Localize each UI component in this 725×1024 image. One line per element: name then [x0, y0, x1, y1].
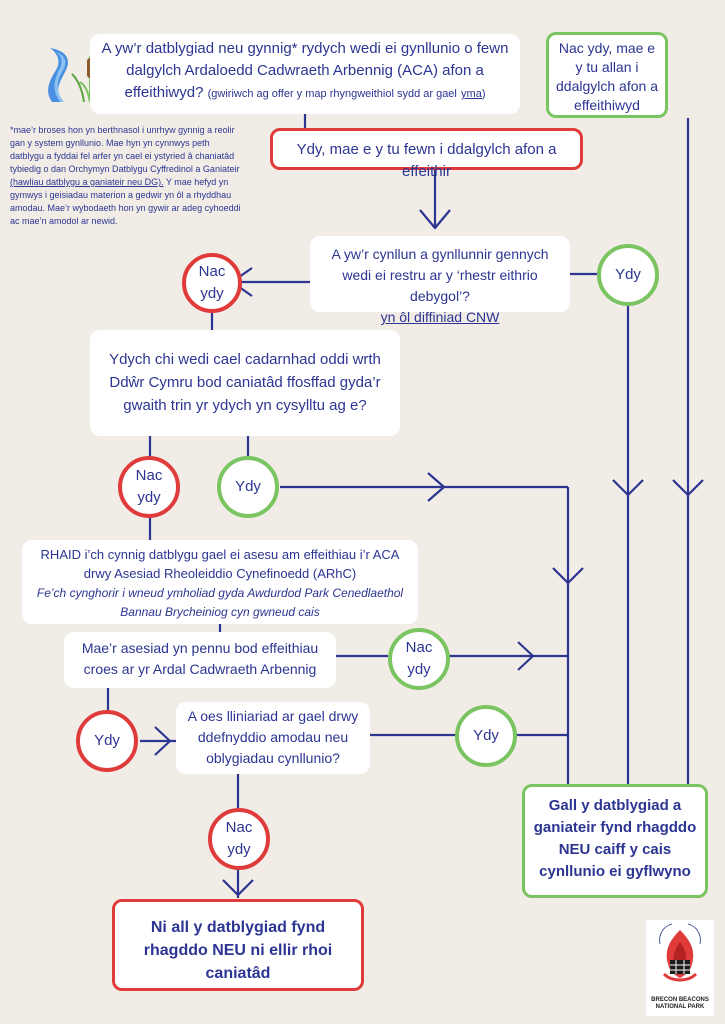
- footnote-text: *mae’r broses hon yn berthnasol i unrhyw…: [10, 125, 240, 174]
- national-park-logo: BRECON BEACONS NATIONAL PARK: [646, 920, 714, 1016]
- question-welsh-water-text: Ydych chi wedi cael cadarnhad oddi wrth …: [109, 351, 381, 414]
- answer-no-label: Nac ydy: [225, 819, 253, 858]
- outcome-inside-catchment: Ydy, mae e y tu fewn i ddalgylch afon a …: [270, 128, 583, 180]
- answer-no-label: Nac ydy: [135, 467, 163, 506]
- habitats-assessment-advice: Fe’ch cynghorir i wneud ymholiad gyda Aw…: [36, 586, 404, 619]
- map-link[interactable]: yma: [461, 88, 482, 100]
- habitats-assessment-required: RHAID i’ch cynnig datblygu gael ei asesu…: [22, 540, 418, 624]
- answer-yes-label: Ydy: [473, 727, 499, 744]
- question-sac-catchment: A yw’r datblygiad neu gynnig* rydych wed…: [90, 34, 520, 114]
- outcome-cannot-proceed-text: Ni all y datblygiad fynd rhagddo NEU ni …: [143, 919, 333, 982]
- map-hint-end: ): [481, 88, 486, 100]
- question-exemption-list: A yw’r cynllun a gynllunnir gennych wedi…: [310, 236, 570, 325]
- park-emblem-icon: [659, 923, 701, 982]
- answer-no-welsh-water: Nac ydy: [118, 456, 180, 518]
- map-hint: (gwiriwch ag offer y map rhyngweithiol s…: [207, 88, 457, 100]
- question-adverse-effects: Mae’r asesiad yn pennu bod effeithiau cr…: [64, 632, 336, 688]
- answer-no-mitigation: Nac ydy: [208, 808, 270, 870]
- question-adverse-text: Mae’r asesiad yn pennu bod effeithiau cr…: [81, 640, 319, 677]
- answer-yes-adverse: Ydy: [76, 710, 138, 772]
- question-sac-catchment-text: A yw’r datblygiad neu gynnig* rydych wed…: [101, 40, 509, 101]
- question-exemption-text: A yw’r cynllun a gynllunnir gennych wedi…: [331, 246, 549, 304]
- answer-yes-exemption: Ydy: [597, 244, 659, 306]
- answer-no-label: Nac ydy: [198, 263, 226, 302]
- answer-no-exemption: Nac ydy: [182, 253, 242, 313]
- question-mitigation-text: A oes lliniariad ar gael drwy ddefnyddio…: [187, 708, 359, 766]
- answer-no-adverse: Nac ydy: [388, 628, 450, 690]
- answer-yes-mitigation: Ydy: [455, 705, 517, 767]
- answer-yes-label: Ydy: [94, 732, 120, 749]
- logo-line-1: BRECON BEACONS: [651, 997, 709, 1003]
- outside-catchment-text: Nac ydy, mae e y tu allan i ddalgylch af…: [556, 40, 658, 113]
- outcome-cannot-proceed: Ni all y datblygiad fynd rhagddo NEU ni …: [112, 899, 364, 991]
- question-welsh-water-confirmation: Ydych chi wedi cael cadarnhad oddi wrth …: [90, 330, 400, 436]
- footnote-text-2: Y mae hefyd yn gymwys i geisiadau materi…: [10, 177, 241, 226]
- answer-no-label: Nac ydy: [405, 639, 433, 678]
- inside-catchment-text: Ydy, mae e y tu fewn i ddalgylch afon a …: [296, 141, 557, 180]
- footnote: *mae’r broses hon yn berthnasol i unrhyw…: [10, 124, 242, 228]
- logo-line-2: NATIONAL PARK: [655, 1004, 705, 1010]
- answer-yes-label: Ydy: [615, 266, 641, 283]
- answer-yes-label: Ydy: [235, 478, 261, 495]
- footnote-link[interactable]: (hawliau datblygu a ganiateir neu DG).: [10, 177, 164, 187]
- outcome-outside-catchment: Nac ydy, mae e y tu allan i ddalgylch af…: [546, 32, 668, 118]
- habitats-assessment-text: RHAID i’ch cynnig datblygu gael ei asesu…: [40, 547, 400, 581]
- cnw-definition-link[interactable]: yn ôl diffiniad CNW: [380, 309, 500, 325]
- outcome-can-proceed: Gall y datblygiad a ganiateir fynd rhagd…: [522, 784, 708, 898]
- question-mitigation: A oes lliniariad ar gael drwy ddefnyddio…: [176, 702, 370, 774]
- outcome-can-proceed-text: Gall y datblygiad a ganiateir fynd rhagd…: [533, 797, 697, 880]
- answer-yes-welsh-water: Ydy: [217, 456, 279, 518]
